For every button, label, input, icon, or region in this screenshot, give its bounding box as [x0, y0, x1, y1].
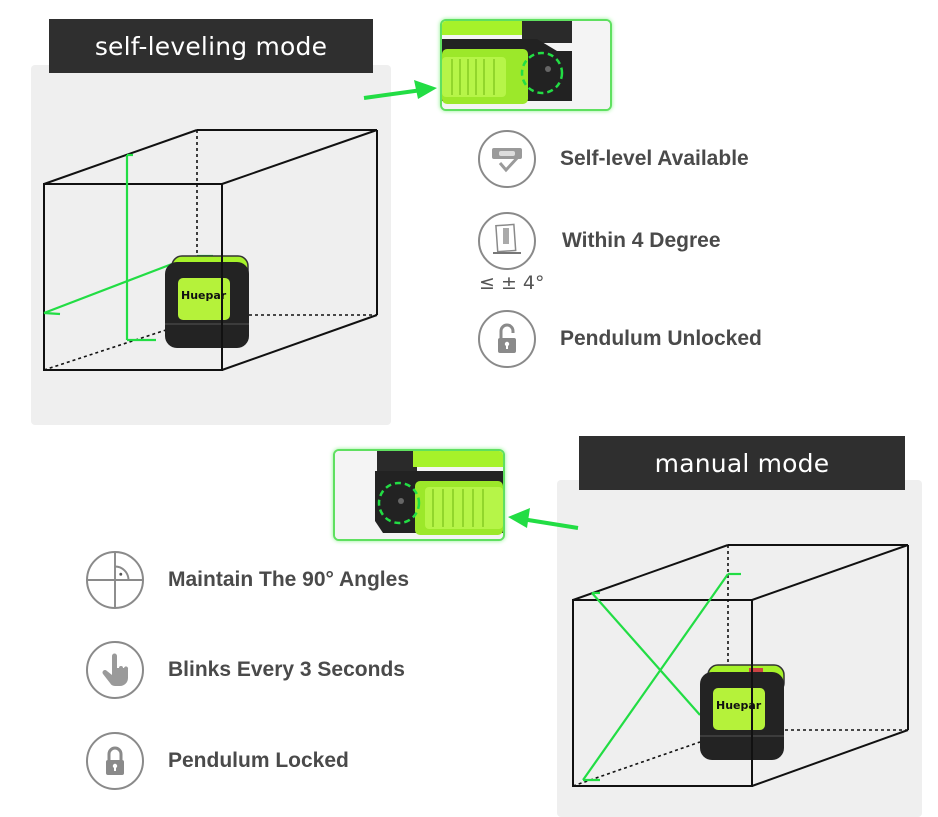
laser-level-device: Huepar: [165, 255, 249, 348]
feature-label: Within 4 Degree: [562, 229, 721, 252]
right-angle-crosshair-icon: [86, 551, 144, 609]
feature-within-4-degree: Within 4 Degree: [478, 212, 721, 270]
device-logo: Huepar: [181, 289, 227, 302]
self-leveling-banner: self-leveling mode: [49, 19, 373, 73]
feature-label: Pendulum Unlocked: [560, 327, 762, 350]
switch-detail-locked: [333, 449, 505, 541]
feature-label: Blinks Every 3 Seconds: [168, 658, 405, 681]
laser-diagonal-line-1: [591, 592, 701, 716]
self-leveling-panel: [31, 65, 391, 425]
feature-label: Pendulum Locked: [168, 749, 349, 772]
tilt-range-sublabel: ≤ ± 4°: [479, 272, 545, 294]
laser-level-device: Huepar: [700, 664, 785, 760]
feature-pendulum-locked: Pendulum Locked: [86, 732, 349, 790]
feature-pendulum-unlocked: Pendulum Unlocked: [478, 310, 762, 368]
unlocked-padlock-icon: [478, 310, 536, 368]
laser-horizontal-line: [43, 262, 173, 315]
lock-switch-highlight: [520, 51, 564, 95]
laser-diagonal-line-2: [582, 573, 729, 781]
feature-label: Self-level Available: [560, 147, 749, 170]
feature-label: Maintain The 90° Angles: [168, 568, 409, 591]
device-logo: Huepar: [716, 699, 762, 712]
manual-banner: manual mode: [579, 436, 905, 490]
manual-room-diagram: Huepar: [508, 508, 909, 787]
arrow-to-detail-icon: [508, 508, 579, 530]
level-check-icon: [478, 130, 536, 188]
pointing-hand-icon: [86, 641, 144, 699]
locked-padlock-icon: [86, 732, 144, 790]
arrow-to-detail-icon: [363, 80, 437, 100]
lock-switch-highlight: [377, 481, 421, 525]
manual-panel: [557, 480, 922, 817]
tilt-device-icon: [478, 212, 536, 270]
self-leveling-room-diagram: Huepar: [43, 80, 437, 371]
feature-blinks-every-3-seconds: Blinks Every 3 Seconds: [86, 641, 405, 699]
feature-maintain-90-angles: Maintain The 90° Angles: [86, 551, 409, 609]
feature-self-level-available: Self-level Available: [478, 130, 749, 188]
switch-detail-unlocked: [440, 19, 612, 111]
